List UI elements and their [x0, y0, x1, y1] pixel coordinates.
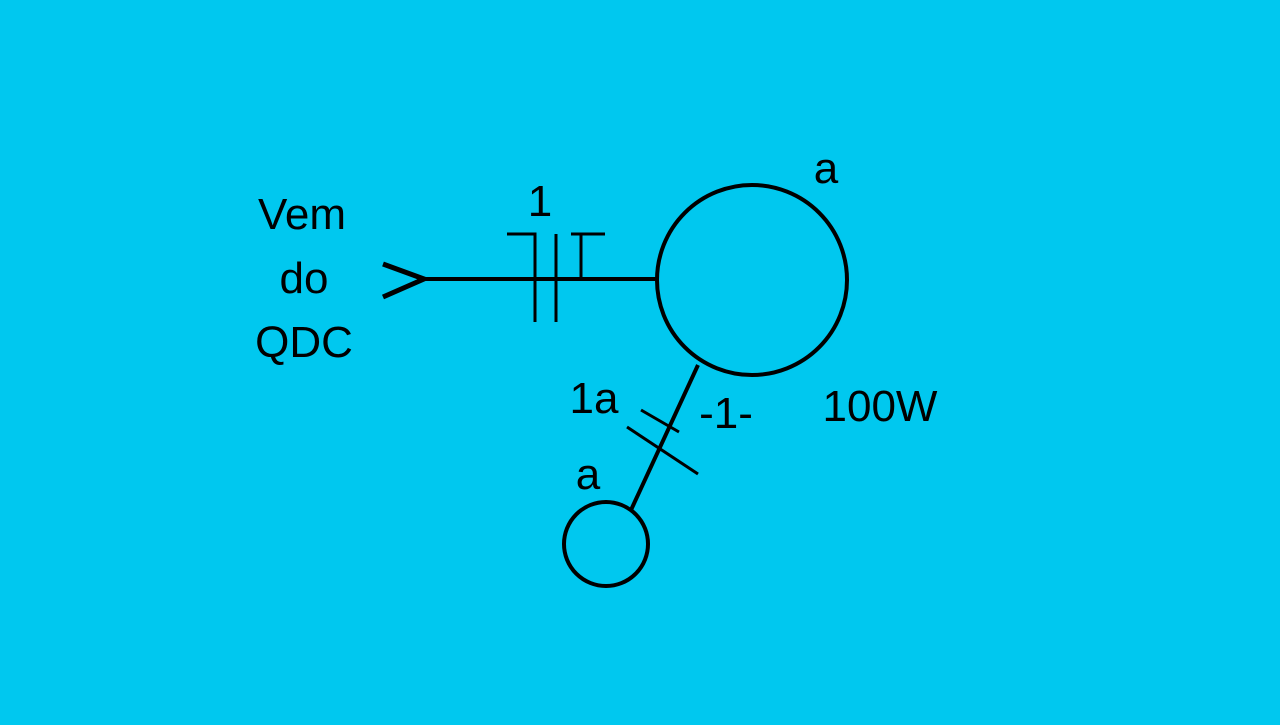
branch-conductor-marks — [626, 408, 699, 476]
secondary-conductor-label: 1a — [570, 374, 619, 423]
conductor-marks — [507, 232, 605, 322]
branch-return-mark — [626, 425, 699, 476]
ground-mark — [571, 232, 605, 279]
circuit-number-top: 1 — [528, 177, 552, 226]
source-label-line1: Vem — [258, 190, 346, 239]
source-label-line3: QDC — [255, 318, 353, 367]
main-lamp-power: 100W — [823, 382, 938, 431]
main-lamp-switch-letter: a — [814, 144, 839, 193]
feed-arrow-icon — [381, 261, 431, 300]
branch-conductor-line — [629, 364, 700, 511]
main-lamp-circuit-label: -1- — [699, 389, 753, 438]
phase-mark — [507, 232, 537, 322]
branch-phase-mark — [640, 408, 680, 434]
main-lamp-circle — [655, 183, 849, 377]
secondary-lamp-circle — [562, 500, 650, 588]
secondary-lamp-switch-letter: a — [576, 450, 601, 499]
source-label-line2: do — [280, 254, 329, 303]
